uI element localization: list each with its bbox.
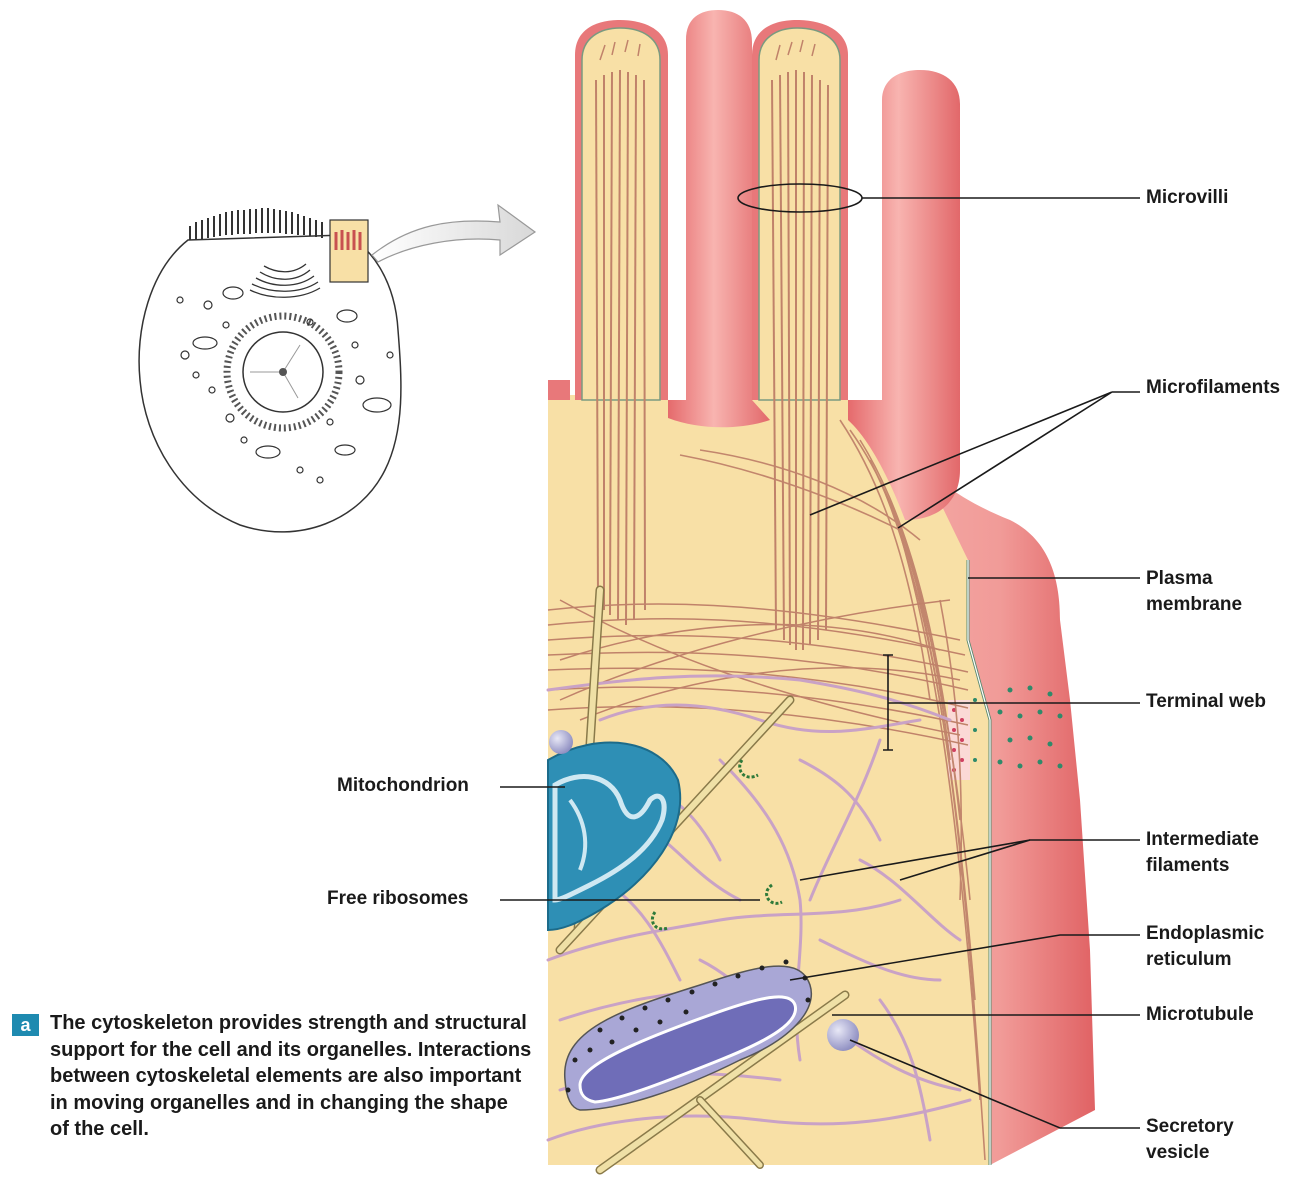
label-plasma-membrane: Plasma membrane [1146, 566, 1242, 618]
terminal-web [547, 599, 969, 746]
label-secretory-vesicle: Secretory vesicle [1146, 1114, 1234, 1166]
endoplasmic-reticulum [564, 959, 813, 1111]
label-microtubule-text: Microtubule [1146, 1004, 1254, 1025]
label-intermediate-filaments-line1: Intermediate [1146, 829, 1259, 850]
overview-golgi [249, 263, 321, 298]
free-ribosomes [650, 759, 783, 931]
label-microfilaments: Microfilaments [1146, 375, 1280, 401]
label-terminal-web: Terminal web [1146, 689, 1266, 715]
label-free-ribosomes: Free ribosomes [327, 886, 469, 912]
overview-inset-box [329, 219, 369, 283]
label-terminal-web-text: Terminal web [1146, 691, 1267, 712]
label-secretory-vesicle-line2: vesicle [1146, 1142, 1210, 1163]
label-microtubule: Microtubule [1146, 1002, 1254, 1028]
label-free-ribosomes-text: Free ribosomes [327, 888, 469, 909]
label-microvilli-text: Microvilli [1146, 187, 1229, 208]
vesicle-top [549, 730, 573, 754]
microvillus-intact-2 [848, 70, 960, 520]
mitochondrion [547, 741, 682, 932]
label-endoplasmic-reticulum: Endoplasmic reticulum [1146, 921, 1264, 973]
label-intermediate-filaments-line2: filaments [1146, 855, 1230, 876]
label-endoplasmic-reticulum-line1: Endoplasmic [1146, 923, 1265, 944]
microfilament-bundles [595, 69, 829, 651]
label-mitochondrion-text: Mitochondrion [337, 775, 469, 796]
left-membrane-edge [548, 380, 570, 400]
label-microvilli: Microvilli [1146, 185, 1228, 211]
leader-lines [500, 183, 1140, 1129]
label-intermediate-filaments: Intermediate filaments [1146, 827, 1259, 879]
figure-caption: a The cytoskeleton provides strength and… [12, 1010, 532, 1143]
label-secretory-vesicle-line1: Secretory [1146, 1116, 1234, 1137]
microvillus-intact-1 [668, 10, 770, 428]
overview-organelles [176, 286, 394, 484]
overview-cell [138, 208, 402, 533]
label-endoplasmic-reticulum-line2: reticulum [1146, 949, 1232, 970]
inset-pointer-arrow [371, 203, 537, 263]
cytoplasm [548, 395, 990, 1165]
caption-text: The cytoskeleton provides strength and s… [50, 1012, 532, 1140]
secretory-vesicle [827, 1019, 859, 1051]
overview-microvilli [189, 208, 323, 240]
overview-nucleus-ring [223, 312, 343, 432]
label-plasma-membrane-line2: membrane [1146, 594, 1243, 615]
caption-badge: a [12, 1014, 39, 1036]
neighbor-cell-wall [905, 430, 1095, 1165]
microvillus-cutaway-left [575, 20, 668, 401]
label-mitochondrion: Mitochondrion [337, 773, 469, 799]
label-plasma-membrane-line1: Plasma [1146, 568, 1213, 589]
label-microfilaments-text: Microfilaments [1146, 377, 1281, 398]
